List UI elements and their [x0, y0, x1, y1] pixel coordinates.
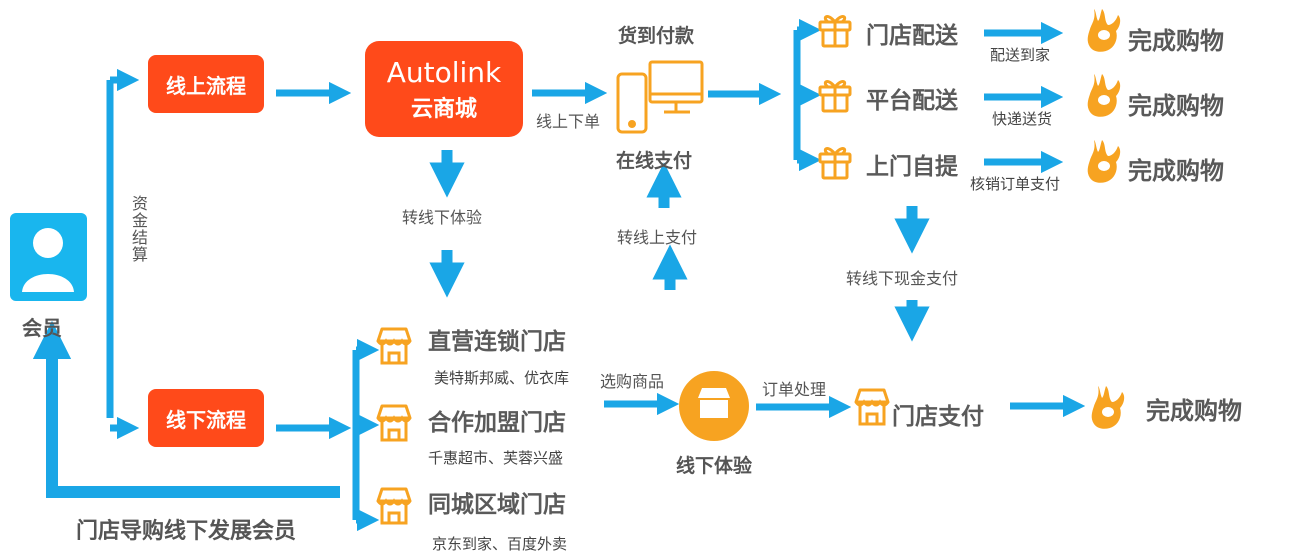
ok-hand-icon — [1087, 140, 1121, 183]
member-label: 会员 — [22, 316, 62, 340]
online-payment-label: 在线支付 — [616, 150, 693, 172]
ok-hand-icon — [1091, 386, 1125, 429]
offline-flow-box: 线下流程 — [148, 389, 264, 447]
store-icon — [854, 388, 890, 426]
to-offline-experience-label: 转线下体验 — [402, 208, 483, 227]
gift-icon — [818, 15, 852, 48]
store-icon — [376, 327, 412, 365]
to-online-payment-label: 转线上支付 — [617, 228, 698, 247]
store-name-2: 同城区域门店 — [428, 492, 566, 518]
order-processing-label: 订单处理 — [762, 380, 827, 399]
select-goods-label: 选购商品 — [600, 372, 665, 391]
delivery-name-0: 门店配送 — [866, 23, 958, 49]
mall-sub: 云商城 — [410, 96, 477, 122]
delivery-name-2: 上门自提 — [866, 154, 958, 180]
store-guide-label: 门店导购线下发展会员 — [76, 519, 297, 544]
store-examples-0: 美特斯邦威、优衣库 — [434, 369, 570, 387]
gift-icon — [818, 147, 852, 180]
store-examples-1: 千惠超市、芙蓉兴盛 — [428, 449, 564, 467]
offline-experience-label: 线下体验 — [676, 455, 753, 477]
to-offline-cash-label: 转线下现金支付 — [846, 269, 959, 288]
online-flow-box: 线上流程 — [148, 55, 264, 113]
store-name-0: 直营连锁门店 — [428, 329, 566, 355]
member-branch-lines — [106, 68, 140, 440]
stores-bracket — [352, 338, 380, 532]
store-examples-2: 京东到家、百度外卖 — [432, 535, 568, 553]
vertical-arrows — [429, 150, 930, 342]
store-icon — [376, 487, 412, 525]
delivery-bracket — [793, 18, 822, 172]
delivery-method-2: 核销订单支付 — [970, 175, 1061, 193]
gift-icon — [818, 80, 852, 113]
member-icon — [10, 213, 87, 301]
store-payment-label: 门店支付 — [892, 404, 984, 430]
return-arrow — [32, 320, 340, 498]
final-done-label: 完成购物 — [1146, 397, 1242, 425]
autolink-mall-box: Autolink 云商城 — [365, 41, 523, 137]
mall-name: Autolink — [386, 55, 502, 89]
devices-icon — [616, 60, 704, 134]
fund-settlement-label: 资金结算 — [129, 195, 148, 263]
online-order-label: 线上下单 — [536, 112, 601, 131]
offline-experience-icon — [679, 371, 749, 441]
delivery-name-1: 平台配送 — [866, 88, 958, 114]
delivery-method-1: 快递送货 — [992, 110, 1053, 128]
ok-hand-icon — [1087, 9, 1121, 52]
delivery-result-1: 完成购物 — [1128, 92, 1224, 120]
cash-on-delivery-label: 货到付款 — [618, 25, 695, 47]
arrows — [276, 21, 1086, 440]
store-icon — [376, 404, 412, 442]
store-name-1: 合作加盟门店 — [428, 410, 566, 436]
delivery-result-2: 完成购物 — [1128, 157, 1224, 185]
delivery-result-0: 完成购物 — [1128, 27, 1224, 55]
ok-hand-icon — [1087, 74, 1121, 117]
delivery-method-0: 配送到家 — [990, 46, 1051, 64]
